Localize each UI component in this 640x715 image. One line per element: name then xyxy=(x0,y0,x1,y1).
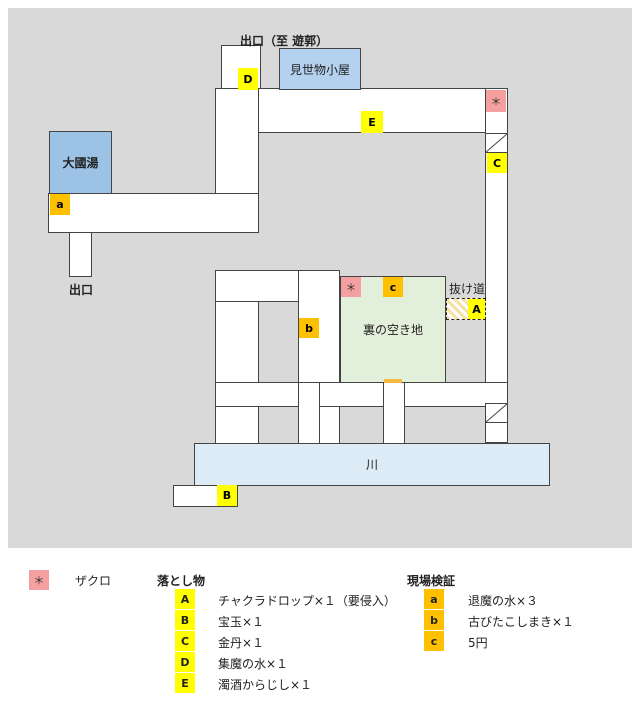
legend-drop-a-text: チャクラドロップ×１（要侵入） xyxy=(218,594,396,608)
daikokuyu-room: 大國湯 xyxy=(49,131,112,194)
kawa-label: 川 xyxy=(365,458,378,472)
zakuro-marker-top: ＊ xyxy=(486,90,506,112)
legend-drop-d-marker: D xyxy=(175,652,195,672)
legend-drop-c-text: 金丹×１ xyxy=(218,636,265,650)
corridor-right-vertical xyxy=(485,88,508,443)
legend-zakuro-marker: ＊ xyxy=(29,570,49,590)
legend-drop-a-marker: A xyxy=(175,589,195,609)
ura-akichi-entrance xyxy=(384,379,402,383)
legend-inspect-a-text: 退魔の水×３ xyxy=(468,594,539,608)
corridor-bottom-col3 xyxy=(383,382,405,445)
corridor-bottom-col2 xyxy=(298,382,320,445)
marker-a: A xyxy=(468,299,485,319)
corridor-left-horizontal xyxy=(48,193,259,233)
legend-drop-b-marker: B xyxy=(175,610,195,630)
ura-akichi-label: 裏の空き地 xyxy=(362,323,423,337)
legend-inspect-c-text: 5円 xyxy=(468,636,488,650)
misemono-room: 見世物小屋 xyxy=(279,48,361,90)
legend-drops-title: 落とし物 xyxy=(157,574,206,588)
zakuro-marker-akichi: ＊ xyxy=(341,277,361,297)
kawa-river: 川 xyxy=(194,443,550,486)
legend-drop-d-text: 集魔の水×１ xyxy=(218,657,289,671)
marker-b: B xyxy=(217,485,237,506)
corridor-bottom-horizontal xyxy=(215,382,508,407)
map-area: 見世物小屋 大國湯 裏の空き地 川 D E C A B a b c ＊ ＊ 出口… xyxy=(8,8,632,548)
legend-inspect-b-text: 古びたこしまき×１ xyxy=(468,615,575,629)
corridor-left-exit xyxy=(69,232,92,277)
legend-inspect-a-marker: a xyxy=(424,589,444,609)
legend-drop-e-marker: E xyxy=(175,673,195,693)
legend-inspect-b-marker: b xyxy=(424,610,444,630)
exit-top-label: 出口（至 遊郭） xyxy=(240,34,329,48)
nukemichi-label: 抜け道 xyxy=(449,282,486,296)
marker-c: C xyxy=(487,153,507,173)
exit-left-label: 出口 xyxy=(69,283,94,297)
marker-small-b: b xyxy=(299,318,319,338)
legend-inspect-title: 現場検証 xyxy=(407,574,456,588)
legend-inspect-c-marker: c xyxy=(424,631,444,651)
daikokuyu-label: 大國湯 xyxy=(62,156,99,170)
legend-drop-c-marker: C xyxy=(175,631,195,651)
legend-drop-b-text: 宝玉×１ xyxy=(218,615,265,629)
marker-small-c: c xyxy=(383,277,403,297)
marker-e: E xyxy=(361,111,383,133)
legend-drop-e-text: 濁酒からじし×１ xyxy=(218,678,313,692)
stairs-icon-upper xyxy=(485,133,508,153)
stairs-icon-lower xyxy=(485,403,508,423)
marker-small-a: a xyxy=(50,194,70,215)
legend-zakuro-label: ザクロ xyxy=(75,574,112,588)
marker-d: D xyxy=(238,68,258,90)
misemono-label: 見世物小屋 xyxy=(289,62,350,77)
